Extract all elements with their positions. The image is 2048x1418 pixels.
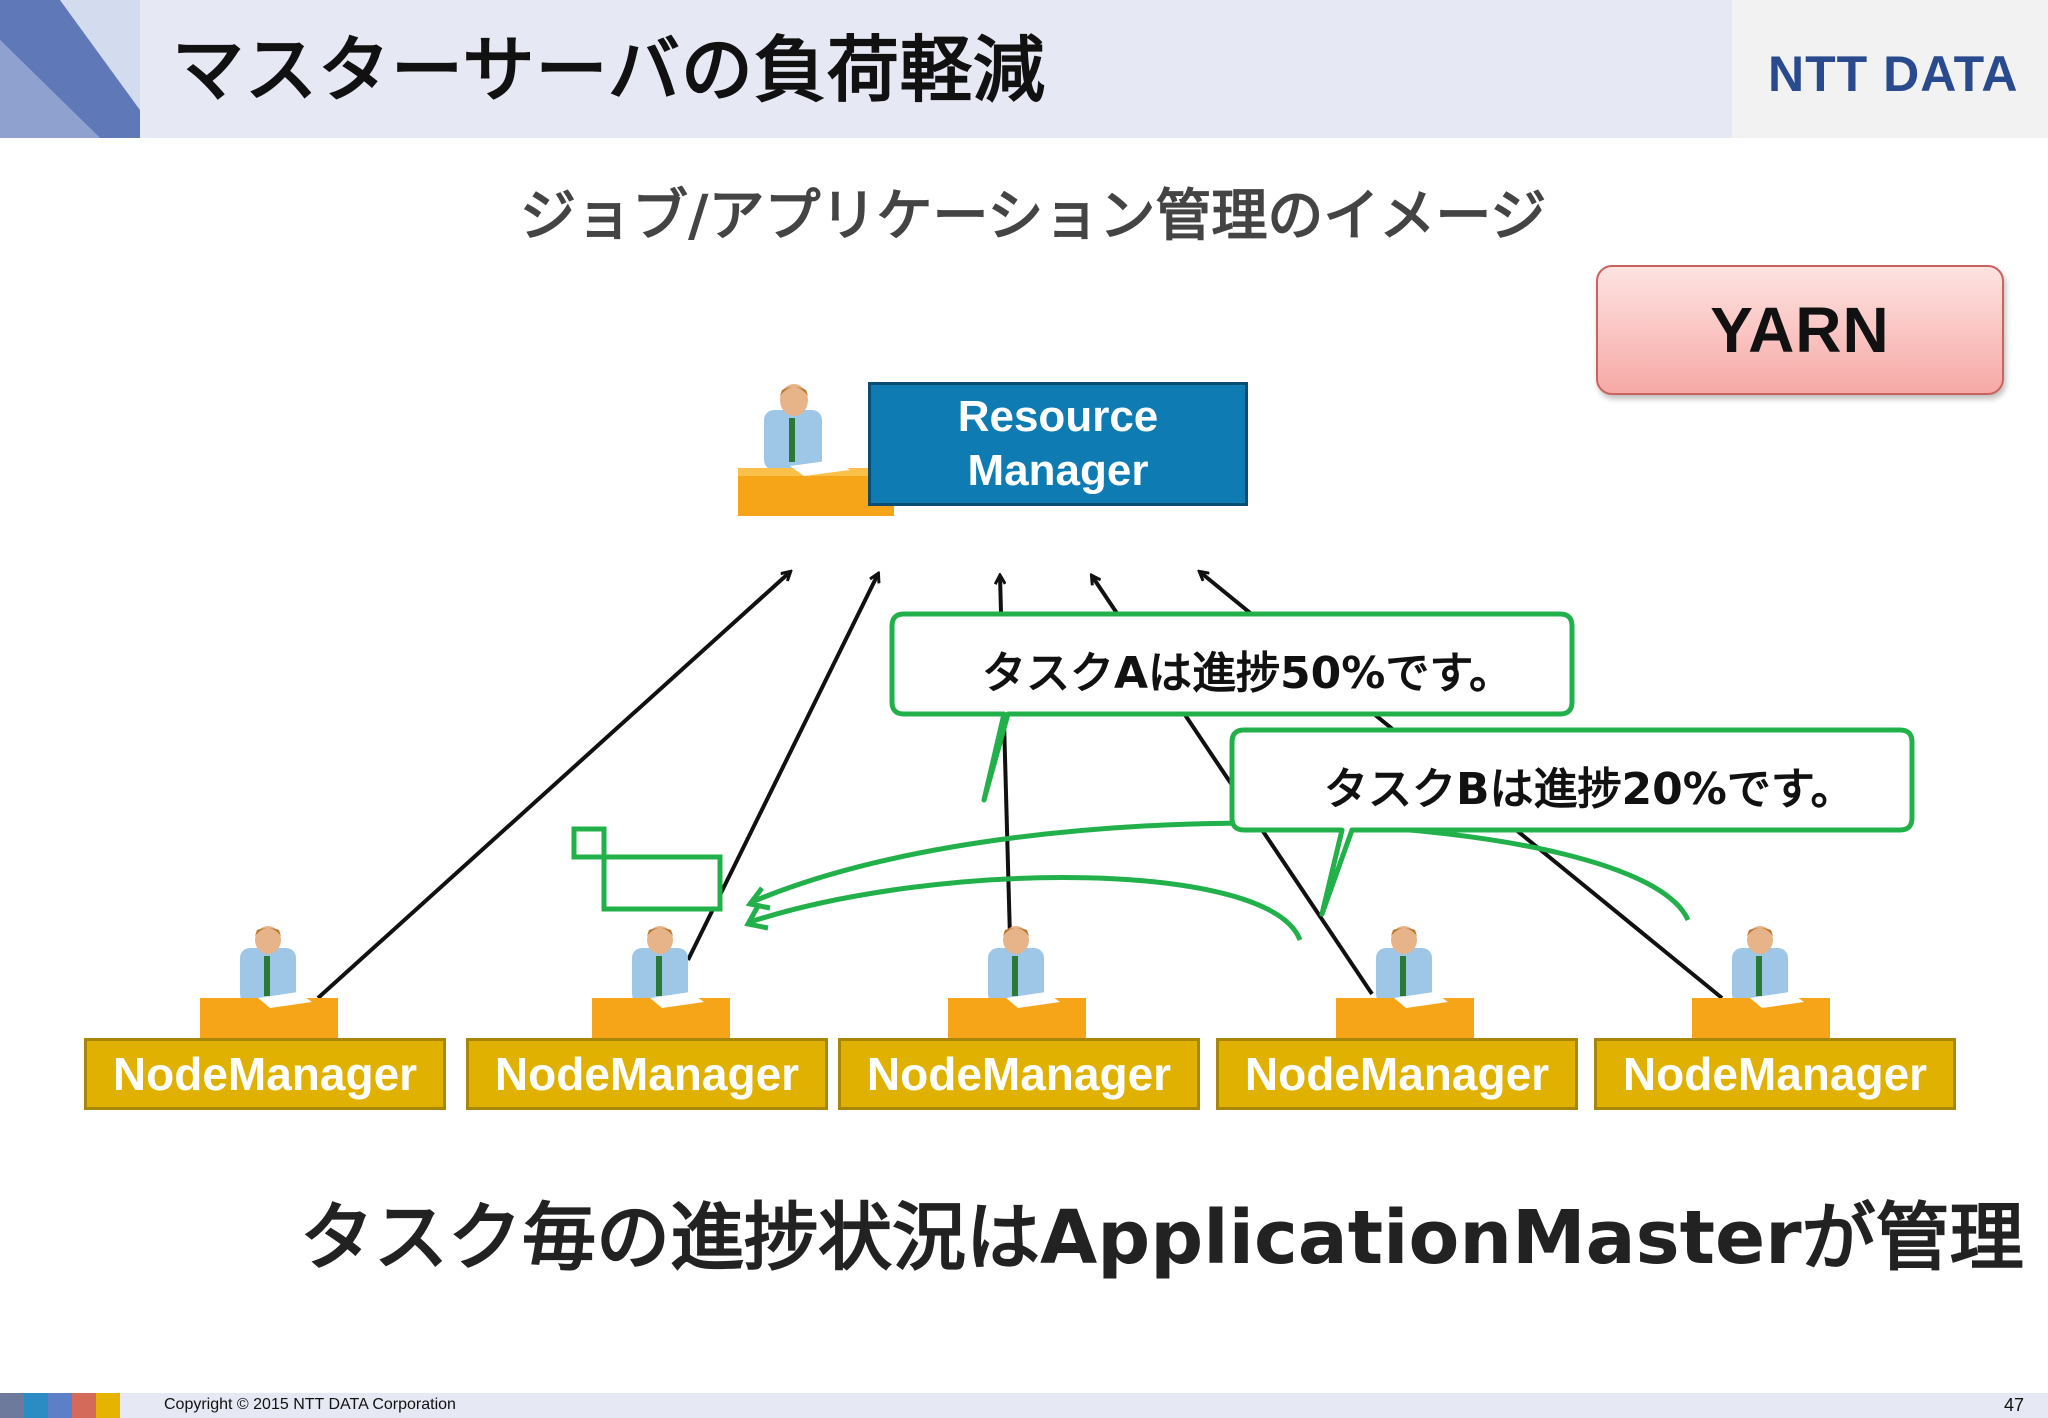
- node-manager-box-2: NodeManager: [466, 1038, 828, 1110]
- node-manager-box-3: NodeManager: [838, 1038, 1200, 1110]
- arrow-nm1: [316, 572, 790, 1000]
- report-arrowhead-b: [745, 886, 771, 911]
- summary-text: タスク毎の進捗状況はApplicationMasterが管理: [300, 1195, 2024, 1281]
- diagram-subtitle: ジョブ/アプリケーション管理のイメージ: [520, 184, 1547, 249]
- report-arrowhead-a: [744, 904, 769, 931]
- logo-panel: [1732, 0, 2048, 138]
- node-manager-box-4: NodeManager: [1216, 1038, 1578, 1110]
- ntt-data-logo: NTT DATA: [1768, 46, 2019, 102]
- header-decoration: [0, 0, 140, 138]
- slide-footer: Copyright © 2015 NTT DATA Corporation 47: [0, 1393, 2048, 1418]
- node-manager-worker-icon: [200, 926, 338, 1040]
- node-manager-box-5: NodeManager: [1594, 1038, 1956, 1110]
- page-number: 47: [2004, 1395, 2025, 1415]
- node-manager-worker-icon: [948, 926, 1086, 1040]
- copyright-text: Copyright © 2015 NTT DATA Corporation: [164, 1396, 456, 1413]
- bubble-b-text: タスクBは進捗20%です。: [1324, 764, 1855, 815]
- yarn-badge: YARN: [1596, 265, 2004, 395]
- resource-manager-label-1: Resource: [957, 392, 1159, 441]
- application-master-container: [571, 826, 723, 912]
- node-manager-worker-icon: [1692, 926, 1830, 1040]
- slide-title: マスターサーバの負荷軽減: [172, 28, 1046, 112]
- bubble-a-text: タスクAは進捗50%です。: [982, 648, 1513, 699]
- node-manager-box-1: NodeManager: [84, 1038, 446, 1110]
- resource-manager-label-2: Manager: [967, 446, 1149, 495]
- report-arc-b: [751, 820, 1691, 922]
- node-manager-worker-icon: [592, 926, 730, 1040]
- report-arc-a: [749, 875, 1303, 941]
- footer-color-stripes: [0, 1393, 120, 1418]
- resource-manager-box: Resource Manager: [868, 382, 1248, 506]
- report-arrows: [744, 820, 1691, 941]
- slide-header: マスターサーバの負荷軽減 NTT DATA: [0, 0, 2048, 138]
- node-manager-worker-icon: [1336, 926, 1474, 1040]
- bubble-a: [889, 611, 1575, 803]
- bubble-b: [1229, 727, 1915, 917]
